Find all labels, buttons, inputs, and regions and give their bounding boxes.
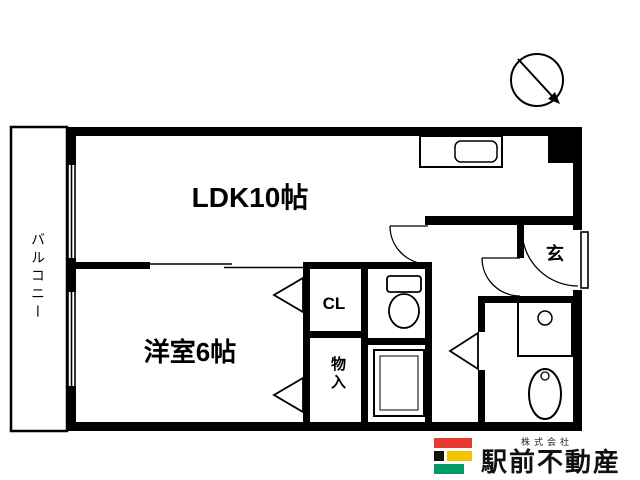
bath-oval (528, 368, 562, 420)
wall-segment (573, 127, 582, 230)
ldk-label: LDK10帖 (191, 182, 309, 213)
logo-square-black (434, 451, 444, 461)
entrance-door-arc (521, 229, 579, 287)
wall-pillar (548, 127, 582, 163)
wall-segment (67, 262, 150, 269)
washing-machine (373, 349, 425, 417)
western-room-label: 洋室6帖 (143, 337, 237, 367)
windows (67, 165, 76, 386)
storage-label: 物入 (329, 356, 346, 392)
folding-door-marker (448, 331, 479, 371)
balcony-label: バルコニー (30, 232, 46, 322)
washbasin-counter (517, 301, 573, 357)
wall-segment (303, 262, 310, 431)
wall-segment (361, 338, 432, 345)
bath-faucet (540, 371, 550, 381)
closet-label: CL (322, 294, 346, 313)
door-arc (389, 225, 429, 265)
wall-segment (425, 216, 582, 225)
wall-segment (478, 296, 582, 303)
wall-segment (67, 386, 76, 431)
washing-machine-inner (379, 355, 419, 411)
kitchen-counter (419, 135, 503, 168)
wall-segment (67, 127, 76, 165)
logo-bar-red (434, 438, 472, 448)
toilet-bowl (388, 293, 420, 329)
walls (67, 127, 582, 431)
bath-fixture (528, 368, 562, 420)
wall-segment (478, 296, 485, 332)
washbasin (517, 301, 573, 357)
sliding-door (150, 263, 303, 269)
folding-door-marker (272, 376, 304, 414)
company-prefix: 株式会社 (521, 437, 574, 447)
wall-segment (361, 262, 368, 431)
toilet-tank (386, 275, 422, 293)
wall-segment (303, 331, 368, 338)
wall-segment (478, 370, 485, 431)
wall-segment (425, 262, 432, 431)
entrance-label: 玄 (546, 244, 564, 264)
door-swings (389, 225, 589, 297)
entrance-door-panel (580, 231, 589, 289)
logo-bar-yellow (447, 451, 472, 461)
logo-bar-green (434, 464, 464, 474)
company-name: 駅前不動産 (481, 446, 622, 477)
company-logo-mark (434, 438, 472, 474)
folding-door-markers (272, 276, 479, 414)
company-logo: 株式会社 駅前不動産 (434, 437, 621, 476)
washbasin-bowl (537, 310, 553, 326)
door-arc (481, 257, 521, 297)
wall-segment (517, 216, 524, 258)
wall-segment (67, 127, 582, 136)
wall-segment (67, 258, 76, 292)
balcony-outline (9, 125, 69, 433)
compass-needle (517, 58, 553, 97)
compass-arrowhead (548, 92, 560, 104)
wall-segment (573, 290, 582, 431)
kitchen-sink (454, 140, 498, 163)
folding-door-marker (272, 276, 304, 314)
toilet-fixture (386, 275, 422, 329)
compass-icon (510, 53, 564, 107)
company-logo-text: 株式会社 駅前不動産 (481, 437, 621, 476)
wall-segment (67, 422, 582, 431)
